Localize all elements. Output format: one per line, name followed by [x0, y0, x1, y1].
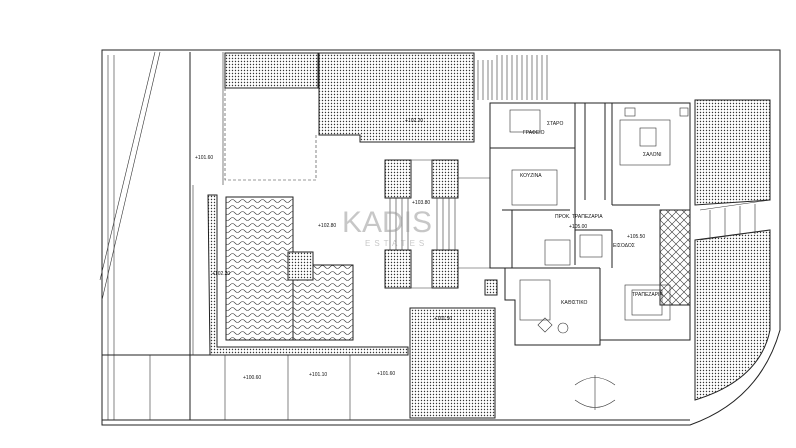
level-pool-side: +102.20	[212, 271, 230, 277]
level-stairs-deck: +103.80	[412, 200, 430, 206]
level-bay-2: +101.10	[309, 372, 327, 378]
room-kitchen: ΚΟΥΖΙΝΑ	[520, 173, 542, 179]
level-entrance: +105.50	[627, 234, 645, 240]
furniture	[509, 107, 689, 410]
level-courtyard: +102.80	[318, 223, 336, 229]
pool	[207, 194, 409, 356]
room-dining: ΤΡΑΠΕΖΑΡΙΑ	[632, 292, 663, 298]
room-pre-dining-level: +105.00	[569, 224, 587, 230]
garden-right-bottom	[694, 229, 771, 401]
garden-right-top	[694, 99, 771, 206]
room-office: ΓΡΑΦΕΙΟ	[523, 130, 545, 136]
level-left-strip: +101.60	[195, 155, 213, 161]
svg-text:ESTATES: ESTATES	[365, 239, 428, 248]
room-living: ΣΑΛΟΝΙ	[643, 152, 662, 158]
level-labels: +101.60 +102.20 +102.80 +103.80 +102.20 …	[195, 118, 645, 381]
room-sitting: ΚΑΘΙΣΤΙΚΟ	[561, 300, 588, 306]
level-bottom-garden: +101.50	[434, 316, 452, 322]
site-boundary	[99, 49, 781, 426]
level-bay-1: +100.60	[243, 375, 261, 381]
watermark-logo: KADIS ESTATES	[342, 206, 432, 248]
level-bay-3: +101.60	[377, 371, 395, 377]
garden-top	[318, 52, 475, 143]
stairs-decks	[384, 159, 490, 289]
room-storage: ΣΤΑΡΟ	[547, 121, 563, 127]
garden-bottom	[409, 307, 496, 419]
room-pre-dining: ΠΡΟΚ. ΤΡΑΠΕΖΑΡΙΑ	[555, 214, 603, 220]
level-top-garden: +102.20	[405, 118, 423, 124]
garden-top-left	[224, 52, 319, 89]
svg-text:KADIS: KADIS	[342, 206, 432, 239]
room-labels: ΓΡΑΦΕΙΟ ΣΤΑΡΟ ΚΟΥΖΙΝΑ ΣΑΛΟΝΙ ΠΡΟΚ. ΤΡΑΠΕ…	[520, 121, 663, 306]
room-entrance: ΕΙΣΟΔΟΣ	[613, 243, 635, 249]
house-walls	[489, 102, 691, 346]
